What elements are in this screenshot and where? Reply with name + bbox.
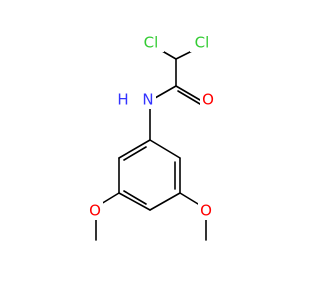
left-methoxy-oxygen-label: O [89,202,101,220]
hydrogen-label: H [117,91,128,109]
ring-inner-bond-upperleft [123,146,147,161]
ring-bond-lowerright-bottom [149,192,181,211]
carbonyl-oxygen-label: O [202,91,214,109]
bond-carbonyl-oxygen-a [175,85,201,101]
bond-carbonyl-oxygen-b [177,90,201,105]
chlorine-label-right: Cl [195,34,210,52]
chlorine-label-left: Cl [144,34,159,52]
hydrogen-label-background [116,91,130,109]
ring-inner-bond-bottom [123,190,147,205]
nitrogen-label-background [140,91,156,109]
right-methoxy-oxygen-label-background [198,202,214,220]
right-methoxy-oxygen-label: O [200,202,212,220]
structure-diagram: Cl Cl H N O O O [87,33,216,241]
atom-labels-group: Cl Cl H N O O O [87,34,216,220]
nitrogen-label: N [142,91,153,109]
ring-bond-upperleft-top [118,139,151,159]
bond-carbonyl-nitrogen [154,85,177,99]
left-methoxy-oxygen-label-background [87,202,103,220]
bonds-group [95,47,207,241]
ring-bond-bottom-lowerleft [118,192,151,211]
carbonyl-oxygen-label-background [200,91,216,109]
cl-left-label-background [140,34,164,52]
ring-bond-top-upperright [149,139,181,159]
cl-right-label-background [190,34,214,52]
molecule-canvas: Cl Cl H N O O O [87,33,216,241]
